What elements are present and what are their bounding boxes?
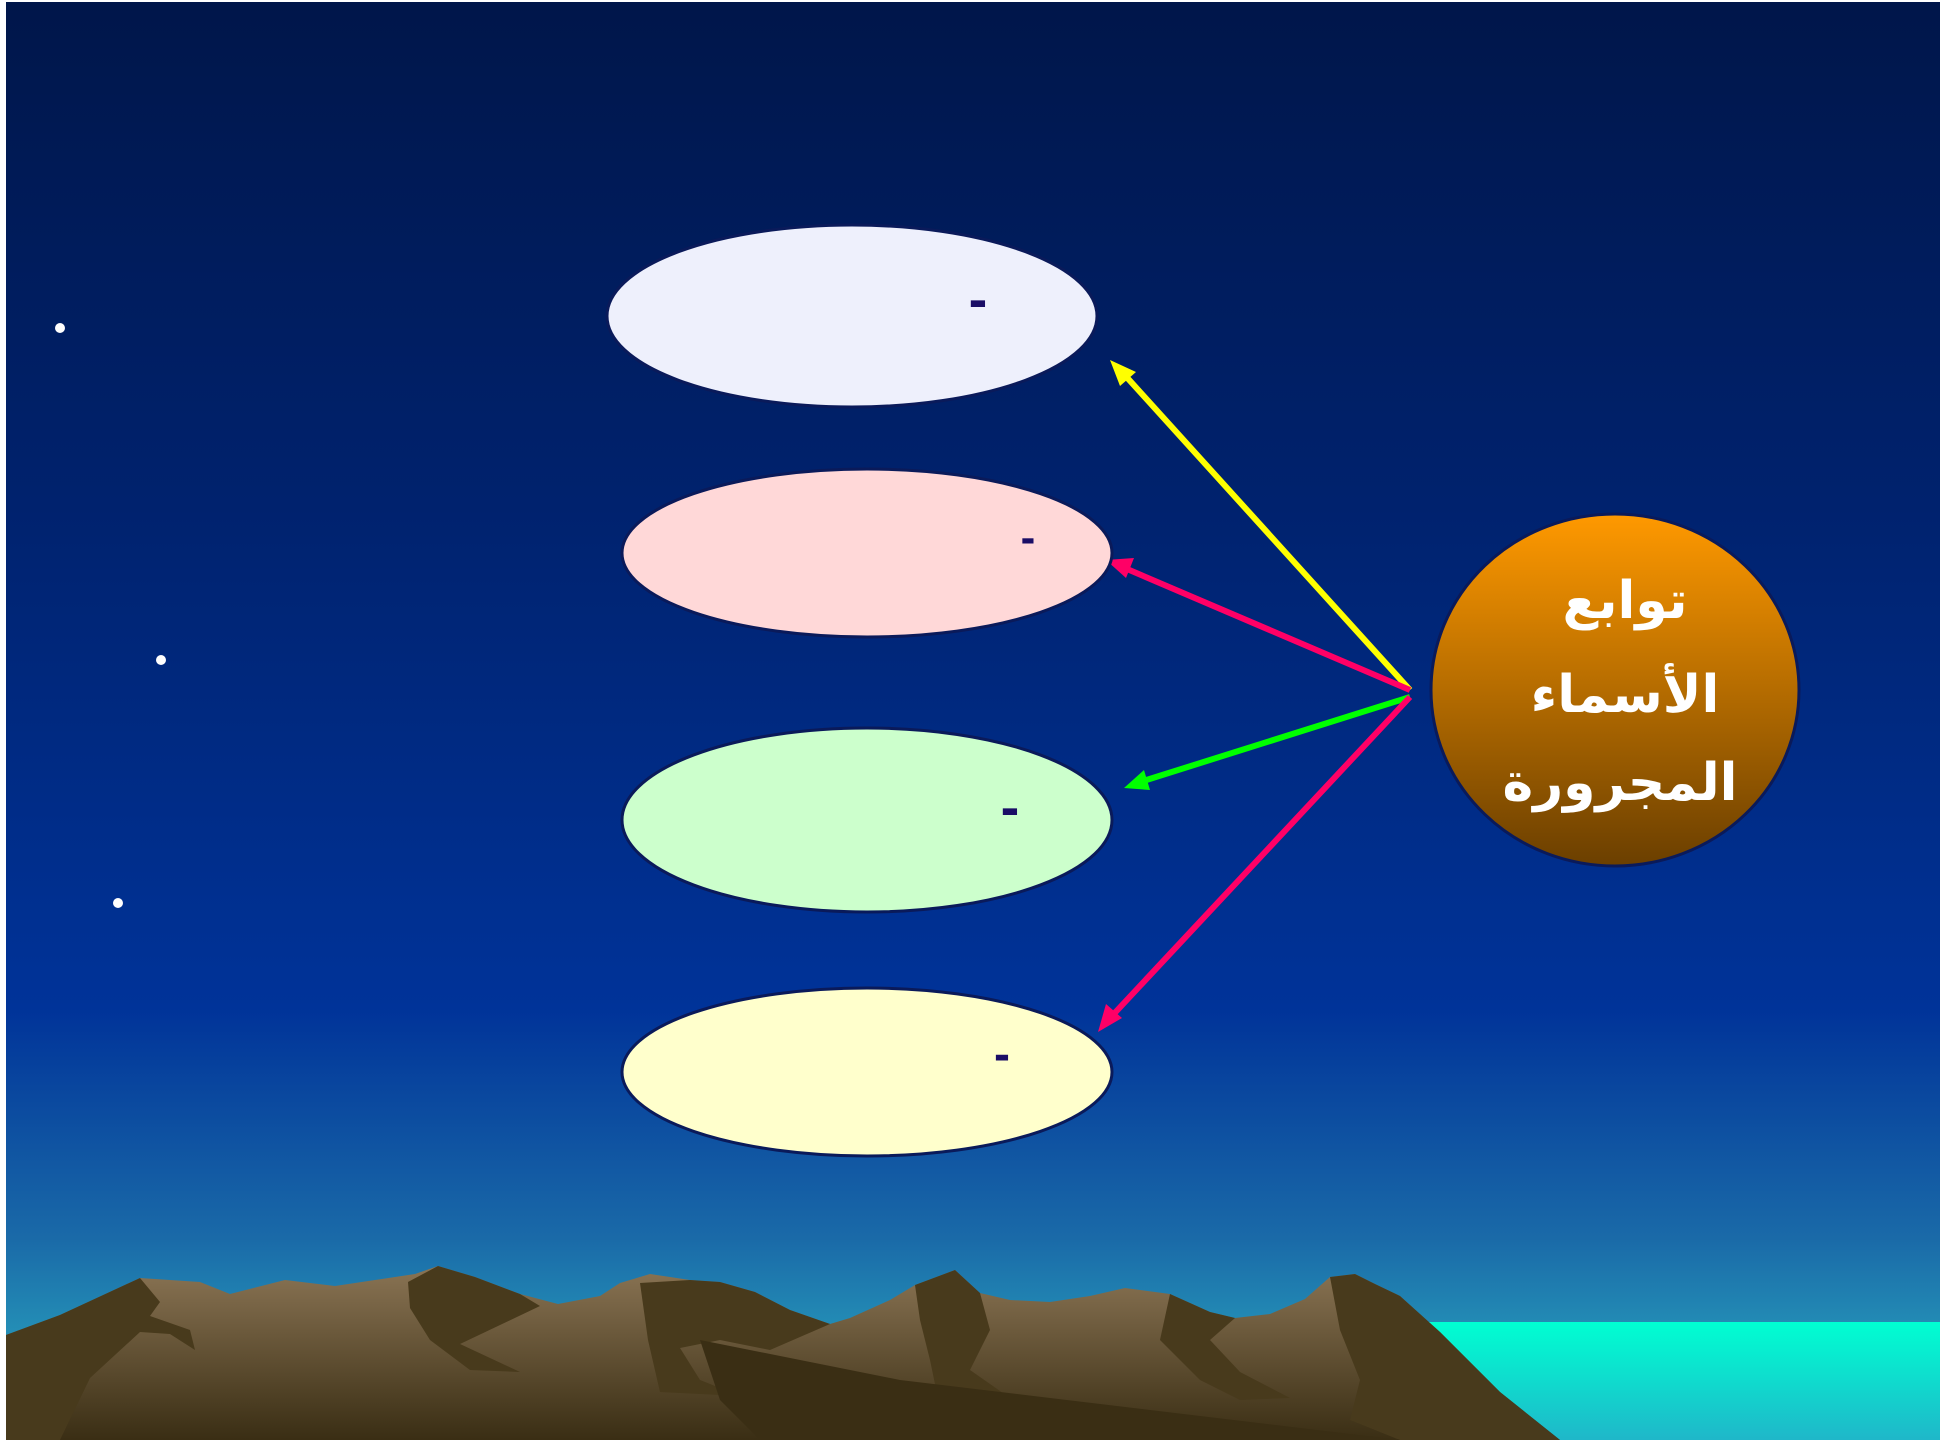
node-3-text: - [1001,775,1020,838]
node-2: - [622,469,1112,637]
node-1-text: - [969,267,988,330]
node-1: - [607,225,1097,407]
star-2 [156,655,166,665]
star-3 [113,898,123,908]
star-1 [55,323,65,333]
center-label-line2: الأسماء [1531,662,1720,725]
node-3: - [622,728,1112,912]
node-2-text: - [1021,513,1036,562]
center-node: توابع الأسماء المجرورة [1431,514,1799,866]
node-4-text: - [994,1028,1010,1081]
center-label-line3: المجرورة [1503,753,1738,813]
node-2-shape [622,469,1112,637]
node-3-shape [622,728,1112,912]
node-1-shape [607,225,1097,407]
node-4: - [622,988,1112,1156]
center-label-line1: توابع [1563,571,1688,631]
node-4-shape [622,988,1112,1156]
